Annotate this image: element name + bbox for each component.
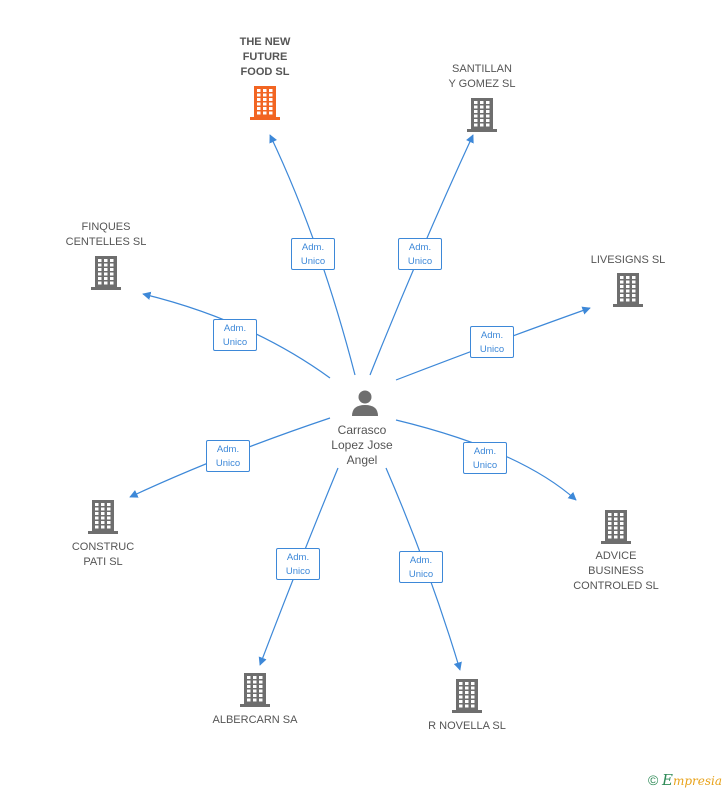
person-icon [352,390,378,416]
role-label-santillan-y-gomez-sl: Adm.Unico [398,238,442,270]
role-label-finques-centelles-sl: Adm.Unico [213,319,257,351]
company-node-the-new-future-food-sl[interactable] [249,86,281,120]
brand-logo[interactable]: Empresia [661,771,722,789]
company-node-construc-pati-sl[interactable] [87,500,119,534]
person-node[interactable] [350,388,380,418]
company-label-livesigns-sl[interactable]: LIVESIGNS SL [590,254,666,266]
building-icon [467,98,497,132]
role-label-construc-pati-sl: Adm.Unico [206,440,250,472]
role-label-the-new-future-food-sl: Adm.Unico [291,238,335,270]
role-label-r-novella-sl: Adm.Unico [399,551,443,583]
footer: © Empresia [648,771,722,789]
company-node-r-novella-sl[interactable] [451,679,483,713]
company-node-finques-centelles-sl[interactable] [90,256,122,290]
person-label[interactable]: Carrasco Lopez Jose Angel [331,423,393,467]
company-label-finques-centelles-sl[interactable]: FINQUES CENTELLES SL [65,221,147,248]
company-node-santillan-y-gomez-sl[interactable] [466,98,498,132]
company-node-advice-business-controled-sl[interactable] [600,510,632,544]
company-label-albercarn-sa[interactable]: ALBERCARN SA [212,714,298,726]
building-icon [91,256,121,290]
company-label-the-new-future-food-sl[interactable]: THE NEW FUTURE FOOD SL [239,36,291,78]
building-icon [613,273,643,307]
company-label-construc-pati-sl[interactable]: CONSTRUC PATI SL [71,541,135,568]
copyright-icon: © [648,772,659,788]
building-icon [88,500,118,534]
company-label-r-novella-sl[interactable]: R NOVELLA SL [428,720,506,732]
company-node-livesigns-sl[interactable] [612,273,644,307]
role-label-advice-business-controled-sl: Adm.Unico [463,442,507,474]
building-icon [452,679,482,713]
company-label-santillan-y-gomez-sl[interactable]: SANTILLAN Y GOMEZ SL [448,63,516,90]
building-icon [601,510,631,544]
company-node-albercarn-sa[interactable] [239,673,271,707]
role-label-livesigns-sl: Adm.Unico [470,326,514,358]
company-label-advice-business-controled-sl[interactable]: ADVICE BUSINESS CONTROLED SL [573,550,659,592]
role-label-albercarn-sa: Adm.Unico [276,548,320,580]
building-icon [250,86,280,120]
building-icon [240,673,270,707]
